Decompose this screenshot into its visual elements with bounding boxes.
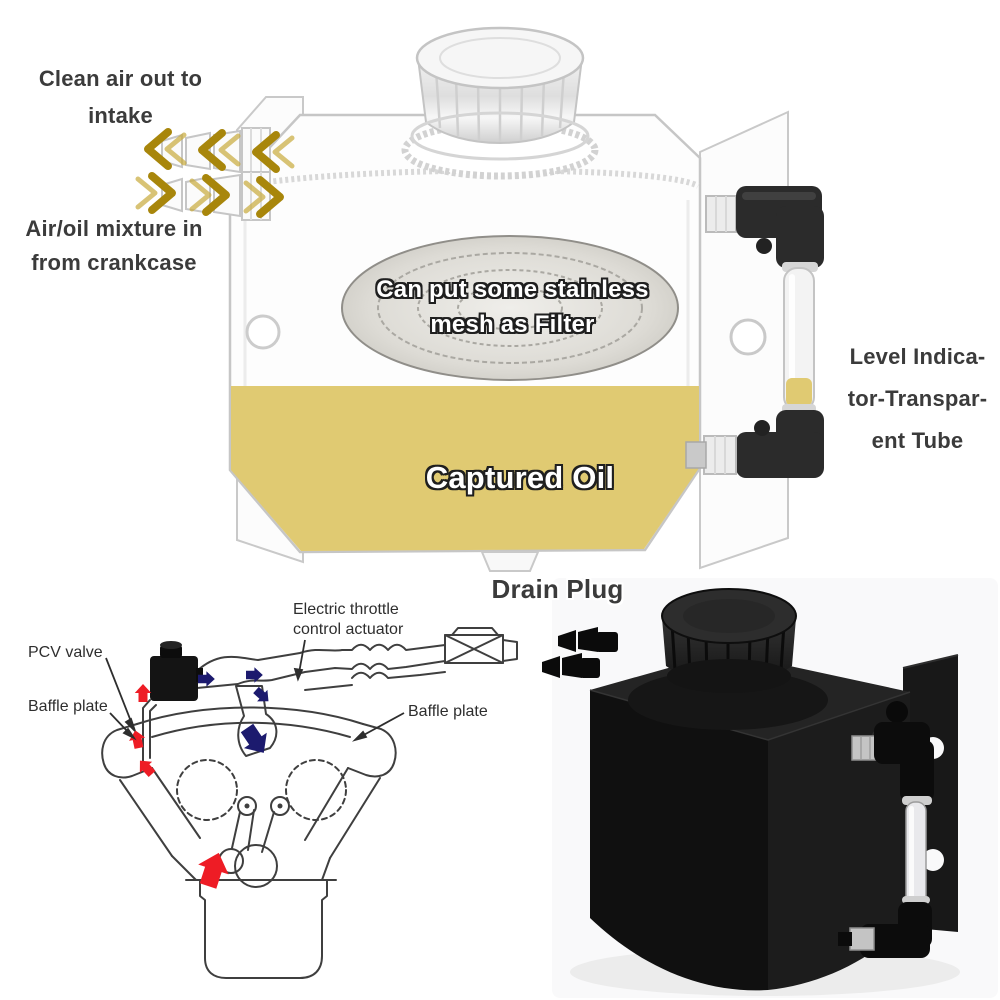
tube-oil-level <box>786 378 812 406</box>
mounting-bracket-right <box>699 110 789 570</box>
engine-diagram <box>101 627 518 979</box>
flow-out-arrows-icon <box>144 128 295 173</box>
oil-fill <box>231 386 699 551</box>
label-pcv-valve: PCV valve <box>28 644 103 661</box>
label-clean-air-out: Clean air out to intake <box>38 66 203 128</box>
leader-lines <box>105 639 405 742</box>
black-level-tube-assembly <box>838 701 934 958</box>
filler-cap <box>410 26 590 161</box>
mini-catch-can <box>150 641 203 701</box>
label-level-indicator: Level Indica- tor-Transpar- ent Tube <box>847 344 988 453</box>
label-baffle-plate-right: Baffle plate <box>408 703 488 720</box>
flow-in-arrows-icon <box>135 172 284 218</box>
label-air-oil-in: Air/oil mixture in from crankcase <box>25 216 203 275</box>
level-tube-assembly <box>685 186 824 478</box>
drain-plug <box>480 551 540 572</box>
clean-air-flow-arrows-icon <box>198 667 269 753</box>
stainless-mesh <box>341 235 679 381</box>
silver-catch-can <box>135 26 824 572</box>
black-filler-cap <box>628 588 828 730</box>
black-hose-barbs <box>542 627 618 678</box>
crankcase-flow-arrows-icon <box>129 684 229 889</box>
label-mesh-filter: Can put some stainless mesh as Filter <box>376 276 649 338</box>
label-throttle-actuator: Electric throttle control actuator <box>293 601 404 638</box>
black-catch-can <box>542 578 998 998</box>
label-drain-plug: Drain Plug <box>491 574 624 604</box>
label-baffle-plate-left: Baffle plate <box>28 698 108 715</box>
label-captured-oil: Captured Oil <box>425 460 615 495</box>
